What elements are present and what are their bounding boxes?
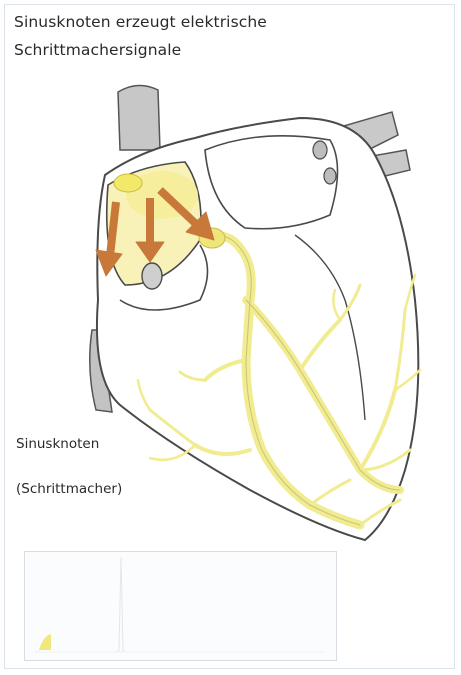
pulmonary-opening-lower — [324, 168, 336, 184]
valve-opening — [142, 263, 162, 289]
ecg-trace — [25, 552, 338, 662]
ecg-spike — [117, 557, 125, 652]
pulmonary-opening — [313, 141, 327, 159]
heart-diagram — [0, 0, 461, 560]
aorta-vessel — [118, 85, 160, 150]
sinus-node-label: Sinusknoten — [16, 436, 99, 452]
ecg-p-wave-highlight — [39, 634, 51, 650]
sinus-node — [114, 174, 142, 192]
ecg-panel — [24, 551, 337, 661]
pacemaker-label: (Schrittmacher) — [16, 481, 122, 497]
